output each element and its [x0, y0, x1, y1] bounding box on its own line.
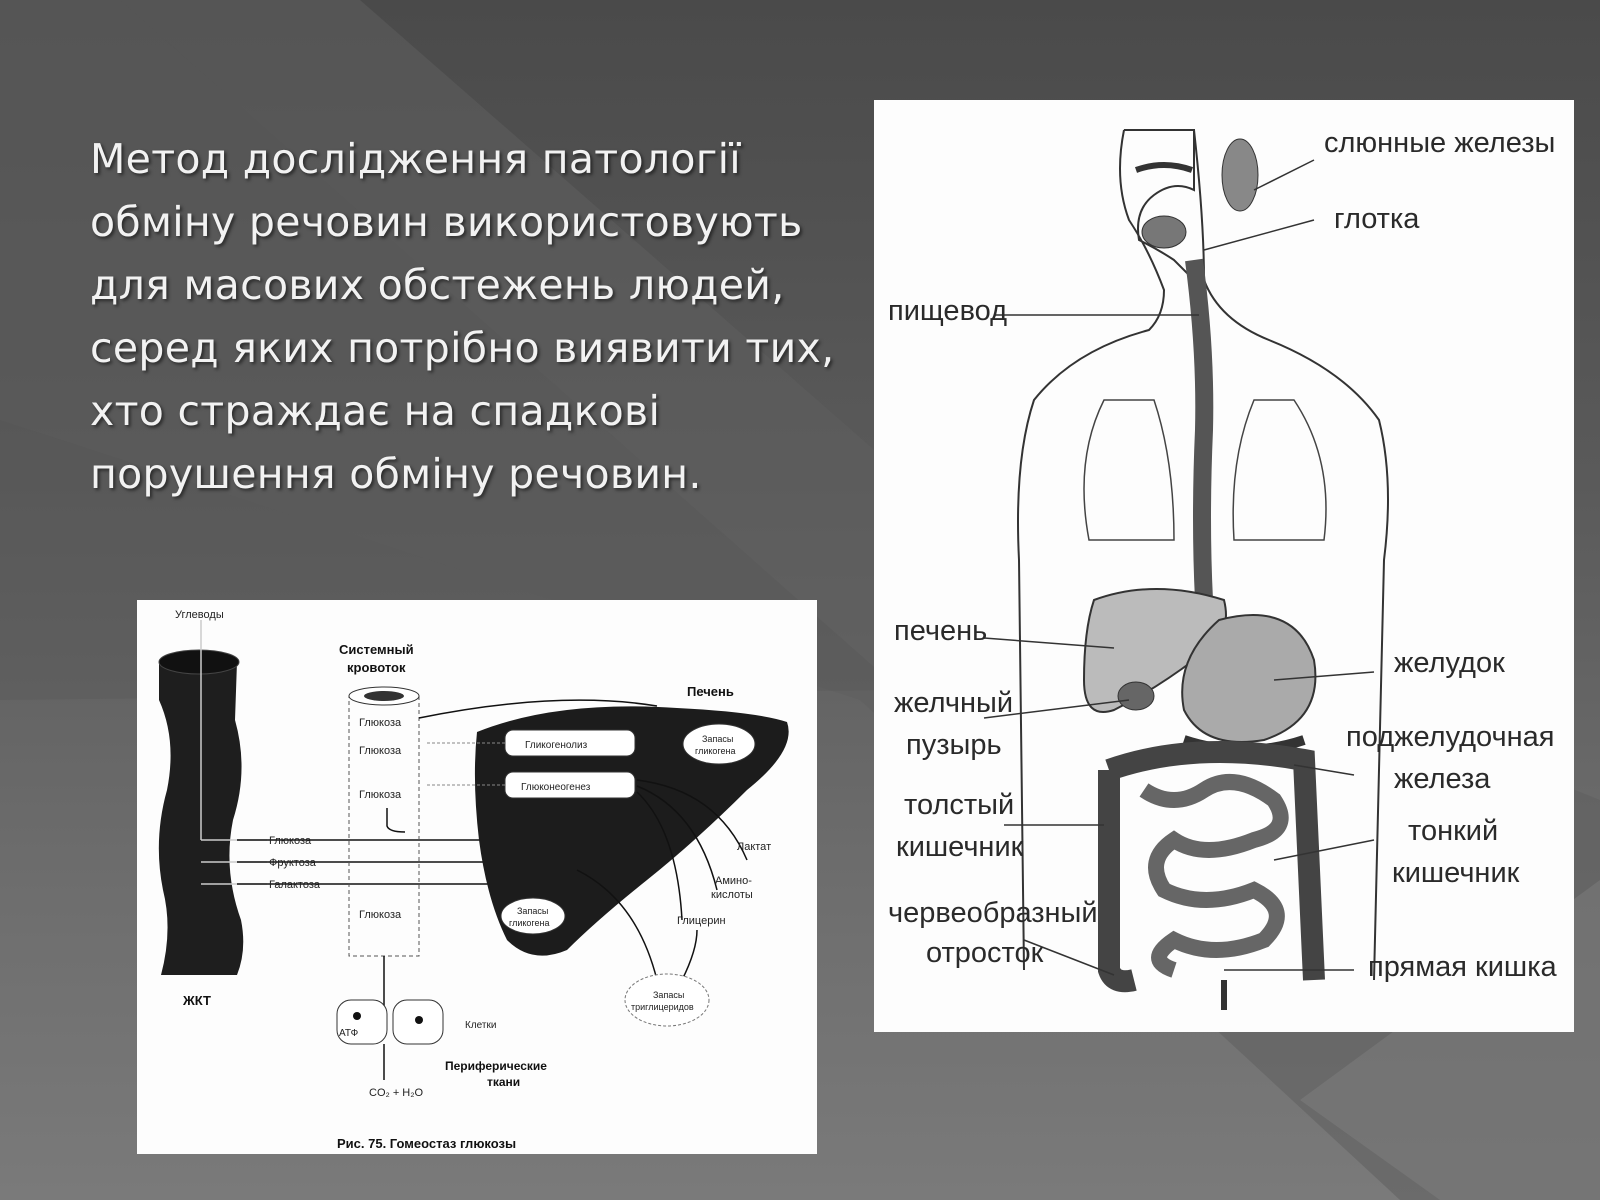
- carbs-label: Углеводы: [175, 609, 224, 621]
- tg-stores-label-2: триглицеридов: [631, 1002, 694, 1012]
- glycogen-stores-label-1a: Запасы: [702, 734, 733, 744]
- atp-label: АТФ: [339, 1028, 359, 1039]
- lungs: [1083, 399, 1327, 541]
- glycogenolysis-label: Гликогенолиз: [525, 740, 588, 751]
- glucose-label-3: Глюкоза: [359, 789, 402, 801]
- pancreas-label-1: поджелудочная: [1346, 721, 1555, 753]
- input-glucose-label: Глюкоза: [269, 835, 312, 847]
- slide-body-text: Метод дослідження патології обміну речов…: [90, 128, 850, 506]
- anatomy-diagram-svg: слюнные железы глотка пищевод печень жел…: [888, 127, 1558, 1010]
- peripheral-label-1: Периферические: [445, 1059, 547, 1073]
- liver-label: Печень: [687, 684, 734, 699]
- appendix-label-1: червеобразный: [888, 897, 1098, 929]
- amino-acids-label-2: кислоты: [711, 889, 753, 901]
- figure-caption: Рис. 75. Гомеостаз глюкозы: [337, 1136, 516, 1151]
- circulation-label-2: кровоток: [347, 660, 406, 675]
- liver-organ: [1082, 588, 1227, 713]
- glycogen-stores-label-1b: гликогена: [695, 746, 735, 756]
- small-intestine-label-1: тонкий: [1408, 815, 1498, 847]
- glucose-diagram-svg: Углеводы ЖКТ Глюкоза Фруктоза Галактоза …: [158, 609, 789, 1151]
- small-intestine-organ: [1139, 774, 1289, 978]
- glucose-homeostasis-figure: Углеводы ЖКТ Глюкоза Фруктоза Галактоза …: [137, 600, 817, 1154]
- gallbladder-label-1: желчный: [894, 687, 1013, 719]
- circulation-label-1: Системный: [339, 642, 414, 657]
- colon-organ: [1098, 741, 1325, 993]
- cells-label: Клетки: [465, 1020, 496, 1031]
- colon-label-1: толстый: [904, 789, 1014, 821]
- pharynx-label: глотка: [1334, 203, 1420, 235]
- stomach-label: желудок: [1394, 647, 1505, 679]
- co2-h2o-label: CO₂ + H₂O: [369, 1087, 424, 1099]
- glucose-label-1: Глюкоза: [359, 717, 402, 729]
- liver-label: печень: [894, 615, 987, 647]
- text-line: серед яких потрібно виявити тих,: [90, 324, 835, 372]
- peripheral-label-2: ткани: [487, 1075, 520, 1089]
- gut-label: ЖКТ: [182, 993, 211, 1008]
- text-line: для масових обстежень людей,: [90, 261, 785, 309]
- text-line: порушення обміну речовин.: [90, 450, 702, 498]
- input-galactose-label: Галактоза: [269, 879, 321, 891]
- text-line: обміну речовин використовують: [90, 198, 803, 246]
- tg-stores-label-1: Запасы: [653, 990, 684, 1000]
- glucose-label-4: Глюкоза: [359, 909, 402, 921]
- pancreas-label-2: железа: [1394, 763, 1491, 795]
- glucose-label-2: Глюкоза: [359, 745, 402, 757]
- esophagus-label: пищевод: [888, 295, 1007, 327]
- lactate-label: Лактат: [737, 841, 771, 853]
- stomach-organ: [1181, 614, 1317, 743]
- small-intestine-label-2: кишечник: [1392, 857, 1520, 889]
- glycerol-label: Глицерин: [677, 915, 726, 927]
- amino-acids-label-1: Амино-: [715, 875, 752, 887]
- gluconeogenesis-label: Глюконеогенез: [521, 782, 591, 793]
- body-outline: [1017, 129, 1389, 981]
- rectum-label: прямая кишка: [1368, 951, 1558, 983]
- text-line: Метод дослідження патології: [90, 135, 741, 183]
- appendix-label-2: отросток: [926, 937, 1044, 969]
- glycogen-stores-label-2a: Запасы: [517, 906, 548, 916]
- glycogen-stores-label-2b: гликогена: [509, 918, 549, 928]
- salivary-glands-label: слюнные железы: [1324, 127, 1555, 159]
- input-fructose-label: Фруктоза: [269, 857, 317, 869]
- colon-label-2: кишечник: [896, 831, 1024, 863]
- digestive-anatomy-figure: слюнные железы глотка пищевод печень жел…: [874, 100, 1574, 1032]
- gallbladder-label-2: пузырь: [906, 729, 1002, 761]
- liver-shape: [474, 706, 789, 956]
- text-line: хто страждає на спадкові: [90, 387, 661, 435]
